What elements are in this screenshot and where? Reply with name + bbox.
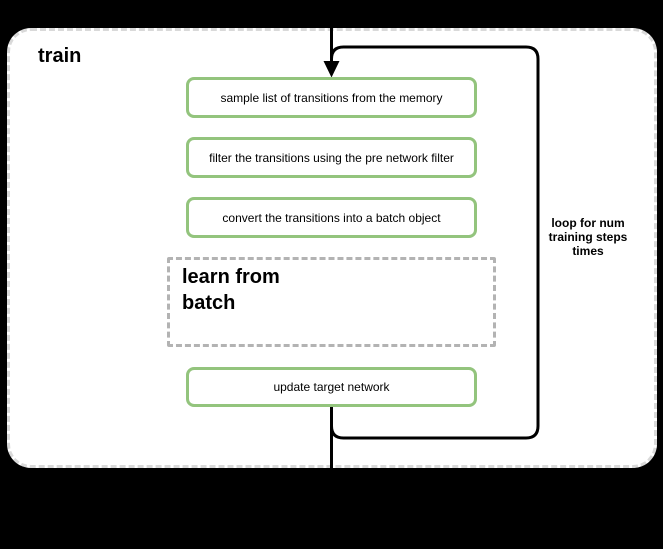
step-label: convert the transitions into a batch obj… bbox=[222, 210, 441, 225]
learn-label-line: batch bbox=[182, 292, 236, 314]
loop-border bbox=[330, 45, 540, 440]
learn-label-line: learn from bbox=[182, 266, 280, 288]
loop-annotation-line: training steps bbox=[548, 230, 628, 244]
loop-annotation: loop for num training steps times bbox=[536, 216, 640, 258]
learn-from-batch-label: learn from batch bbox=[170, 260, 493, 316]
train-group-title: train bbox=[38, 45, 82, 67]
step-box-update-target-network: update target network bbox=[186, 367, 477, 407]
step-label: update target network bbox=[273, 380, 390, 394]
step-label: filter the transitions using the pre net… bbox=[209, 150, 454, 165]
step-box-learn-from-batch: learn from batch bbox=[167, 257, 496, 347]
step-label: sample list of transitions from the memo… bbox=[220, 90, 443, 105]
step-box-filter-transitions: filter the transitions using the pre net… bbox=[186, 137, 477, 178]
arrowhead-down-icon bbox=[323, 61, 340, 78]
loop-annotation-line: loop for num bbox=[551, 216, 625, 230]
loop-annotation-line: times bbox=[572, 244, 604, 258]
step-box-convert-to-batch: convert the transitions into a batch obj… bbox=[186, 197, 477, 238]
step-box-sample-transitions: sample list of transitions from the memo… bbox=[186, 77, 477, 118]
